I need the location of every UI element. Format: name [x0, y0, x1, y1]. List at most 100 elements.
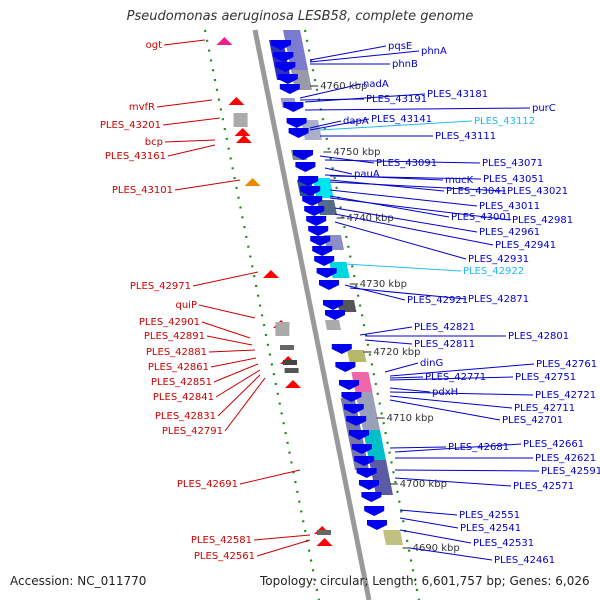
scale-tick-label: 4700 kbp: [400, 479, 447, 490]
right-gene-label: PLES_42871: [468, 294, 529, 305]
right-gene-label: PLES_42681: [448, 442, 509, 453]
right-label-connector: [409, 547, 493, 561]
reverse-gene-arrow: [354, 456, 375, 466]
reverse-gene-arrow: [277, 74, 298, 84]
right-label-connector: [389, 387, 431, 393]
left-gene-label: PLES_42851: [151, 377, 212, 388]
right-gene-label: PLES_43021: [507, 186, 568, 197]
left-gene-label: PLES_42561: [194, 551, 255, 562]
forward-gene-arrow: [316, 538, 333, 546]
reverse-gene-arrow: [364, 506, 385, 516]
left-gene-label: quiP: [176, 300, 198, 311]
right-label-connector: [309, 50, 420, 63]
right-gene-label: PLES_43191: [366, 94, 427, 105]
right-gene-label: PLES_43011: [479, 201, 540, 212]
reverse-gene-arrow: [349, 430, 369, 440]
right-gene-label: PLES_42751: [515, 372, 576, 383]
reverse-gene-arrow: [275, 62, 296, 72]
reverse-gene-arrow: [359, 480, 379, 490]
reverse-gene-arrow: [356, 468, 377, 478]
scale-tick-label: 4710 kbp: [387, 413, 434, 424]
right-gene-label: PLES_42931: [468, 254, 529, 265]
reverse-gene-arrow: [283, 102, 304, 112]
right-gene-label: pdxH: [432, 387, 458, 398]
forward-gene-arrow: [234, 128, 251, 136]
left-gene-label: PLES_43161: [105, 151, 166, 162]
reverse-gene-arrow: [316, 268, 337, 278]
reverse-gene-arrow: [351, 444, 372, 454]
right-label-connector: [389, 399, 501, 421]
reverse-gene-arrow: [335, 362, 356, 372]
right-label-connector: [309, 120, 342, 129]
right-gene-label: PLES_42621: [535, 453, 596, 464]
right-gene-label: PLES_42541: [460, 523, 521, 534]
forward-gene-arrow: [263, 270, 279, 278]
right-gene-label: dinG: [420, 358, 443, 369]
left-gene-label: PLES_42691: [177, 479, 238, 490]
feature-block: [325, 320, 341, 330]
left-label-connector: [256, 539, 311, 557]
right-label-connector: [299, 83, 362, 99]
reverse-gene-arrow: [343, 404, 364, 414]
forward-gene-arrow: [228, 97, 245, 105]
right-label-connector: [384, 362, 419, 373]
right-gene-label: PLES_42721: [535, 390, 596, 401]
right-label-connector: [344, 284, 406, 301]
right-label-connector: [389, 391, 534, 396]
right-label-connector: [329, 197, 511, 221]
left-gene-label: PLES_42831: [155, 411, 216, 422]
right-gene-label: pauA: [354, 169, 380, 180]
right-gene-label: PLES_43051: [483, 174, 544, 185]
right-gene-label: PLES_42661: [523, 439, 584, 450]
left-label-connector: [224, 377, 266, 432]
scale-tick-label: 4750 kbp: [333, 147, 380, 158]
map-title: Pseudomonas aeruginosa LESB58, complete …: [126, 9, 474, 24]
gene-block: [233, 113, 248, 127]
right-label-connector: [324, 159, 481, 164]
gene-block: [280, 345, 294, 350]
right-gene-label: PLES_43001: [451, 212, 512, 223]
topology-text: Topology: circular; Length: 6,601,757 bp…: [260, 574, 590, 588]
right-gene-label: PLES_42811: [414, 339, 475, 350]
left-gene-label: PLES_43201: [100, 120, 161, 131]
reverse-gene-arrow: [271, 40, 291, 50]
right-gene-label: purC: [532, 103, 556, 114]
reverse-gene-arrow: [308, 226, 329, 236]
guide-line: [303, 29, 421, 600]
scale-tick-label: 4730 kbp: [360, 279, 407, 290]
reverse-gene-arrow: [331, 344, 352, 354]
reverse-gene-arrow: [304, 206, 325, 216]
reverse-gene-arrow: [339, 380, 359, 390]
left-label-connector: [162, 117, 221, 126]
gene-block: [284, 368, 299, 373]
right-gene-label: mucK: [445, 175, 474, 186]
right-label-connector: [329, 179, 445, 192]
right-gene-label: PLES_43041: [446, 186, 507, 197]
left-label-connector: [156, 99, 213, 108]
right-label-connector: [389, 395, 513, 409]
left-gene-label: bcp: [145, 137, 163, 148]
left-gene-label: PLES_42881: [146, 347, 207, 358]
right-label-connector: [349, 287, 467, 300]
left-gene-label: PLES_42581: [191, 535, 252, 546]
forward-gene-arrow: [244, 178, 261, 186]
right-gene-label: PLES_43071: [482, 158, 543, 169]
left-label-connector: [163, 39, 206, 46]
right-label-connector: [334, 221, 467, 260]
right-label-connector: [344, 263, 462, 272]
right-label-connector: [399, 509, 458, 516]
left-gene-label: PLES_42891: [144, 331, 205, 342]
right-gene-label: PLES_43091: [376, 158, 437, 169]
right-gene-label: PLES_42922: [463, 266, 524, 277]
right-gene-label: PLES_42771: [425, 372, 486, 383]
gc-content-block: [369, 460, 393, 495]
right-gene-label: PLES_43112: [474, 116, 535, 127]
right-label-connector: [319, 155, 375, 164]
right-label-connector: [309, 45, 387, 61]
gc-content-block: [351, 372, 373, 392]
left-gene-label: PLES_43101: [112, 185, 173, 196]
left-label-connector: [217, 374, 261, 417]
left-label-connector: [213, 363, 259, 383]
right-label-connector: [304, 93, 426, 103]
